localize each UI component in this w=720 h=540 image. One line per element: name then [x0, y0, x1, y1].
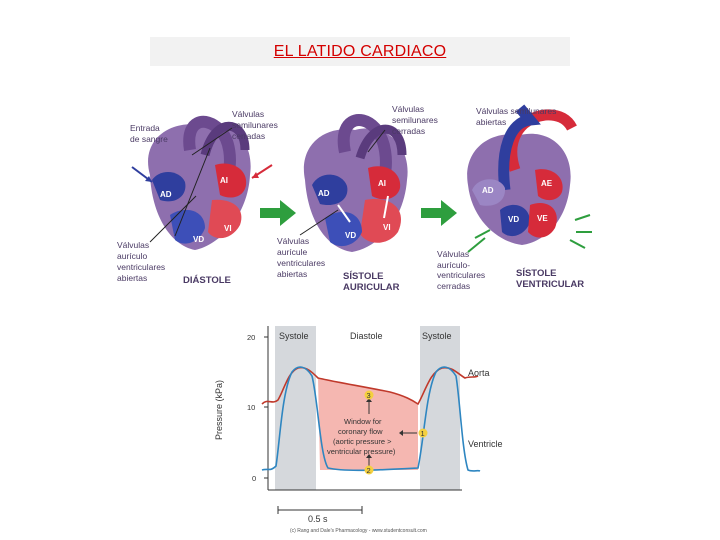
right-ventricle-3: [500, 204, 530, 237]
chamber-vd-3: VD: [508, 215, 519, 224]
stage-diastole: DIÁSTOLE: [183, 275, 231, 286]
stage-ventricular-2: VENTRICULAR: [516, 279, 584, 290]
stage-ventricular-1: SÍSTOLE: [516, 268, 556, 279]
chamber-ae-3: AE: [541, 179, 553, 188]
label-av-3a: Válvulas: [437, 249, 469, 259]
aorta-curve: [261, 366, 479, 406]
svg-text:1: 1: [421, 429, 425, 438]
label-semilunar-1c: cerradas: [232, 131, 265, 141]
label-semilunar-3a: Válvulas semilunares: [476, 106, 556, 116]
right-ventricle-2: [325, 211, 362, 247]
label-semilunar-2c: cerradas: [392, 126, 425, 136]
panel-diastole: AD AI VD VI Entrada de sangre Válvulas s…: [117, 109, 278, 286]
label-semilunar-2b: semilunares: [392, 115, 438, 125]
heart-cycle-diagram: AD AI VD VI Entrada de sangre Válvulas s…: [117, 104, 592, 293]
label-av-1a: Válvulas: [117, 240, 149, 250]
svg-text:2: 2: [367, 466, 371, 475]
arch-2b: [355, 124, 407, 160]
arrow-right-icon: [421, 200, 457, 226]
credit-text: (c) Rang and Dale's Pharmacology - www.s…: [290, 528, 427, 534]
window-text-3: (aortic pressure >: [333, 437, 392, 446]
systole-band-1: [275, 326, 316, 490]
label-av-3b: aurículo-: [437, 260, 470, 270]
panel-ventricular-systole: AD AE VD VE Válvulas semilunares abierta…: [437, 104, 592, 291]
label-av-1b: aurículo: [117, 251, 148, 261]
label-inflow-1b: de sangre: [130, 134, 168, 144]
label-av-1d: abiertas: [117, 273, 147, 283]
right-atrium-2: [312, 174, 348, 206]
coronary-window-fill: [318, 378, 418, 470]
phase-diastole: Diastole: [350, 331, 383, 341]
chamber-ad-2: AD: [318, 189, 330, 198]
label-semilunar-1a: Válvulas: [232, 109, 264, 119]
ytick-10: 10: [247, 403, 255, 412]
window-text-4: ventricular pressure): [327, 447, 396, 456]
marker-1: 1: [418, 428, 428, 438]
ytick-20: 20: [247, 333, 255, 342]
page-title: EL LATIDO CARDIACO: [273, 42, 447, 60]
chamber-ai-2: AI: [378, 179, 386, 188]
label-semilunar-1b: semilunares: [232, 120, 278, 130]
stage-atrial-2: AURICULAR: [343, 282, 400, 293]
left-atrium-3: [535, 169, 563, 201]
label-av-2b: aurícule: [277, 247, 308, 257]
label-inflow-1a: Entrada: [130, 123, 160, 133]
marker-2: 2: [364, 465, 374, 475]
label-av-2d: abiertas: [277, 269, 307, 279]
chamber-ai-1: AI: [220, 176, 228, 185]
chamber-ve-3: VE: [537, 214, 548, 223]
chamber-ad-3: AD: [482, 186, 494, 195]
label-semilunar-3b: abiertas: [476, 117, 506, 127]
title-bar: EL LATIDO CARDIACO: [150, 37, 570, 66]
label-av-3d: cerradas: [437, 281, 470, 291]
chamber-vi-1: VI: [224, 224, 232, 233]
marker-3: 3: [364, 390, 374, 400]
panel-atrial-systole: AD AI VD VI Válvulas semilunares cerrada…: [277, 104, 438, 293]
pulmonary-open-3: [498, 104, 541, 191]
right-atrium-3: [472, 179, 506, 206]
label-av-2a: Válvulas: [277, 236, 309, 246]
window-text-1: Window for: [344, 417, 382, 426]
aorta-label: Aorta: [468, 368, 490, 378]
label-semilunar-2a: Válvulas: [392, 104, 424, 114]
stage-atrial-1: SÍSTOLE: [343, 271, 383, 282]
ytick-0: 0: [252, 474, 256, 483]
ventricle-label: Ventricle: [468, 439, 503, 449]
pressure-plot: Systole Diastole Systole 20 10 0 Pressur…: [214, 326, 503, 534]
window-text-2: coronary flow: [338, 427, 383, 436]
left-atrium-2: [368, 166, 401, 200]
svg-text:3: 3: [367, 391, 371, 400]
aorta-open-3: [506, 109, 577, 172]
chamber-vd-2: VD: [345, 231, 356, 240]
systole-band-2: [420, 326, 460, 490]
right-atrium-1: [152, 171, 186, 202]
left-ventricle-2: [360, 199, 402, 243]
arrow-right-icon: [260, 200, 296, 226]
phase-systole-1: Systole: [279, 331, 309, 341]
chamber-vi-2: VI: [383, 223, 391, 232]
chamber-ad-1: AD: [160, 190, 172, 199]
left-ventricle-1: [208, 199, 242, 239]
label-av-1c: ventriculares: [117, 262, 165, 272]
right-ventricle-1: [170, 209, 205, 244]
label-av-2c: ventriculares: [277, 258, 325, 268]
y-axis-label: Pressure (kPa): [214, 380, 224, 440]
scale-bar-label: 0.5 s: [308, 514, 328, 524]
left-atrium-1: [215, 163, 247, 198]
left-ventricle-3: [528, 202, 557, 238]
phase-systole-2: Systole: [422, 331, 452, 341]
label-av-3c: ventriculares: [437, 270, 485, 280]
chamber-vd-1: VD: [193, 235, 204, 244]
